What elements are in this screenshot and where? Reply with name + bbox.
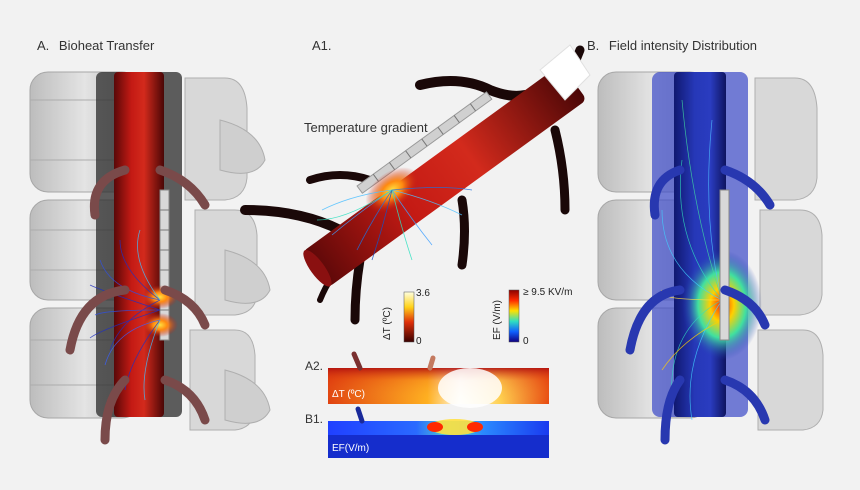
electrode-a1 [356, 91, 493, 194]
dura-cap [539, 44, 591, 101]
field-colorbar-min: 0 [523, 336, 529, 347]
spinal-cord-thermal [114, 72, 164, 417]
electrode-lead-b [719, 189, 730, 341]
temperature-gradient-label: Temperature gradient [304, 120, 428, 135]
panel-b-spine-model [597, 71, 824, 445]
field-colorbar-label: EF (V/m) [492, 300, 503, 340]
panel-a1-tilted-cord [240, 44, 591, 325]
field-colorbar-max: ≥ 9.5 KV/m [523, 287, 573, 298]
panel-a2-letter: A2. [305, 359, 324, 373]
strip-b1 [328, 406, 549, 458]
panel-a1-letter: A1. [312, 38, 332, 53]
strip-a2-caption: ΔT (ºC) [332, 389, 365, 400]
panel-b-letter: B. [587, 38, 600, 53]
vertebral-processes [184, 77, 271, 431]
panel-a-letter: A. [37, 38, 50, 53]
panel-a-heading: Bioheat Transfer [58, 38, 155, 53]
nerve-roots-a [65, 165, 210, 445]
field-lines [660, 99, 723, 421]
temperature-colorbar-label: ΔT (ºC) [382, 307, 393, 340]
heat-spot-lower [142, 313, 178, 337]
panel-b-title: B. Field intensity Distribution [587, 38, 757, 53]
strip-b1-caption: EF(V/m) [332, 443, 370, 454]
temperature-colorbar-min: 0 [416, 336, 422, 347]
panel-a-spine-model [29, 71, 271, 445]
temperature-colorbar [403, 291, 415, 343]
field-colorbar [508, 289, 520, 343]
panel-b-heading: Field intensity Distribution [608, 38, 758, 53]
panel-a-title: A. Bioheat Transfer [37, 38, 154, 53]
temperature-colorbar-max: 3.6 [416, 288, 430, 299]
thermal-flux-lines [89, 229, 161, 401]
nerve-roots-b [625, 165, 775, 445]
panel-b1-letter: B1. [305, 412, 324, 426]
spinal-cord-field [674, 72, 726, 417]
strip-a2 [328, 351, 549, 408]
temperature-gradient-lines [316, 187, 473, 261]
